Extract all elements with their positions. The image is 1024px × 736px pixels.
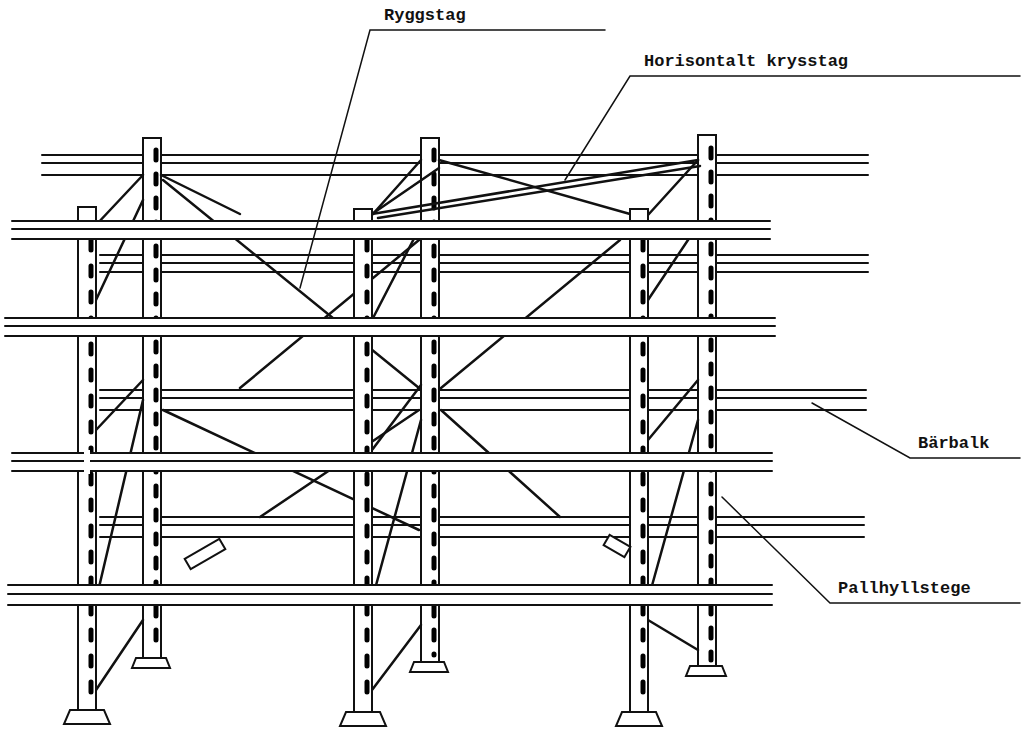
part-label: Bärbalk — [916, 434, 991, 454]
back-beams — [42, 155, 868, 537]
fittings — [185, 535, 631, 569]
part-label: Horisontalt krysstag — [642, 52, 850, 72]
front-base-plates — [64, 710, 662, 726]
horizontal-cross-brace — [161, 160, 700, 218]
leader-lines — [300, 30, 1020, 603]
front-beams — [5, 221, 775, 605]
part-label: Ryggstag — [382, 6, 468, 26]
part-label: Pallhyllstege — [836, 579, 973, 599]
